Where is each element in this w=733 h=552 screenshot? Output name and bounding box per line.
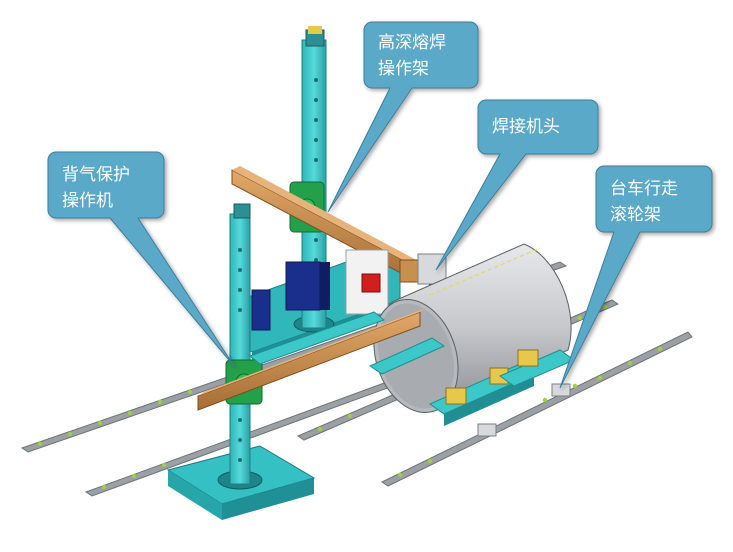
roller-carriage [368, 337, 576, 437]
callout-back-gas-line2: 操作机 [62, 191, 113, 211]
callout-deep-welding-line2: 操作架 [378, 59, 429, 79]
callout-back-gas-line1: 背气保护 [62, 165, 130, 185]
rail-4 [380, 331, 693, 487]
top-motor-yellow [308, 26, 322, 34]
callout-deep-welding-manipulator [327, 21, 479, 213]
callout-roller-line2: 滚轮架 [610, 205, 661, 225]
callout-roller-line1: 台车行走 [610, 179, 678, 199]
callout-welding-head [435, 99, 599, 271]
control-cabinet [285, 261, 321, 311]
front-column [229, 213, 251, 485]
callout-roller-carriage [559, 165, 713, 389]
callout-welding-head-line1: 焊接机头 [492, 117, 560, 137]
back-gas-manipulator [166, 203, 386, 520]
red-box [361, 273, 381, 293]
callout-deep-welding-line1: 高深熔焊 [378, 33, 446, 53]
back-gas-beam [197, 308, 426, 411]
callout-back-gas-manipulator [47, 151, 235, 367]
